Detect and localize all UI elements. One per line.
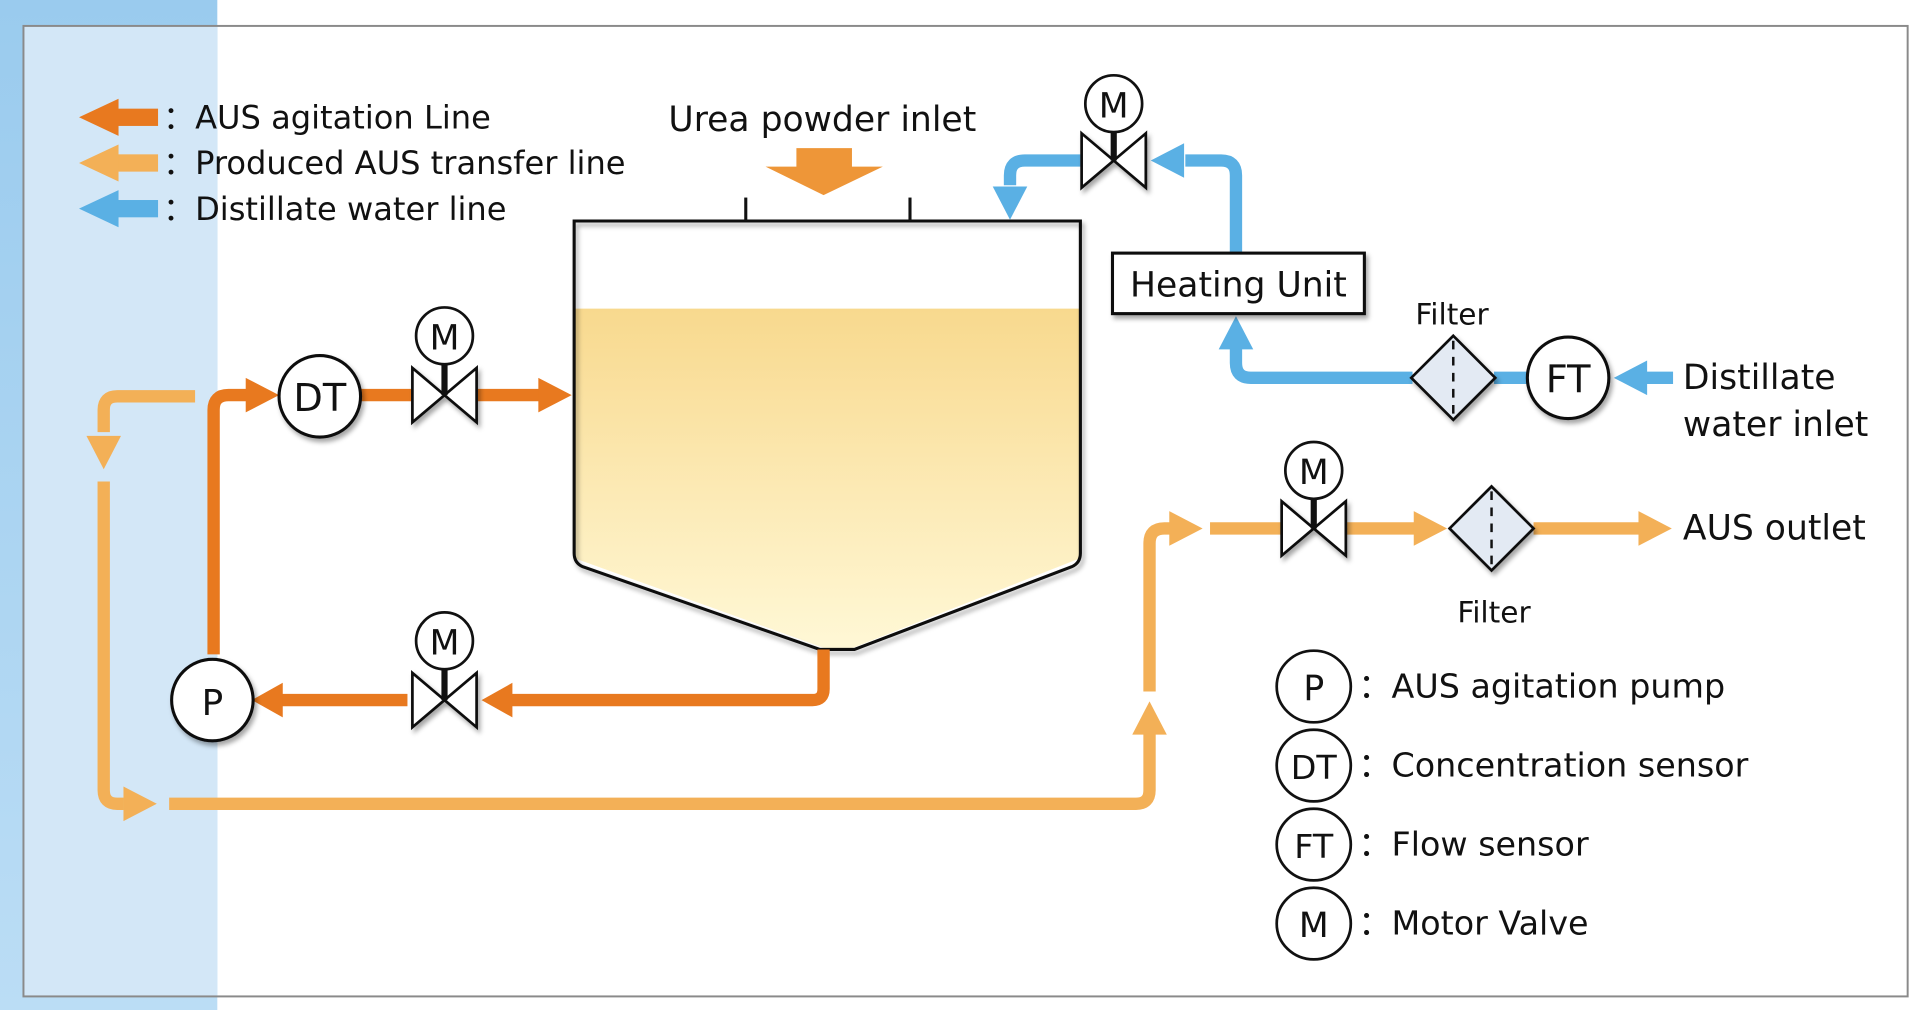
flow-sensor-ft: FT — [1525, 335, 1611, 421]
motor-valve-label: M — [1299, 453, 1329, 493]
motor-valve-agitation-supply[interactable]: M — [411, 306, 478, 426]
svg-text:：Motor Valve: ：Motor Valve — [1358, 904, 1588, 943]
concentration-sensor-dt: DT — [277, 354, 363, 439]
transfer-line — [97, 390, 1643, 810]
urea-inlet-label: Urea powder inlet — [668, 100, 976, 140]
symbol-legend-item-p: P ：AUS agitation pump — [1275, 649, 1725, 724]
motor-valve-agitation-return[interactable]: M — [411, 611, 478, 731]
motor-valve-water[interactable]: M — [1080, 73, 1148, 191]
legend-transfer-arrow-icon — [79, 144, 159, 182]
mixing-tank — [572, 197, 1082, 652]
svg-text:DT: DT — [1291, 748, 1338, 787]
svg-text:：AUS agitation pump: ：AUS agitation pump — [1358, 667, 1725, 706]
svg-text:FT: FT — [1294, 827, 1334, 866]
water-arrowheads — [992, 143, 1648, 396]
legend-transfer-label: ：Produced AUS transfer line — [163, 144, 626, 182]
filter-water-label: Filter — [1415, 297, 1489, 332]
aus-outlet-label: AUS outlet — [1683, 509, 1866, 549]
filter-water — [1409, 333, 1498, 422]
frame-left-tint — [23, 25, 218, 997]
symbol-legend-item-ft: FT ：Flow sensor — [1275, 807, 1589, 882]
svg-text:P: P — [1303, 669, 1324, 709]
agitation-arrowheads — [245, 377, 572, 718]
svg-text:P: P — [202, 683, 224, 724]
legend-water-arrow-icon — [79, 190, 159, 228]
motor-valve-label: M — [430, 318, 460, 358]
motor-valve-label: M — [1099, 86, 1129, 126]
motor-valve-outlet[interactable]: M — [1280, 440, 1348, 559]
line-legend: ：AUS agitation Line ：Produced AUS transf… — [79, 98, 626, 228]
svg-text:FT: FT — [1546, 358, 1591, 403]
agitation-pump-p: P — [170, 657, 255, 743]
diagram-frame — [22, 24, 1909, 998]
svg-text:DT: DT — [293, 376, 346, 421]
filter-outlet — [1447, 484, 1536, 573]
water-inlet-label-line2: water inlet — [1683, 405, 1868, 445]
motor-valve-label: M — [430, 623, 460, 663]
svg-text:：Flow sensor: ：Flow sensor — [1358, 825, 1589, 864]
transfer-arrowheads — [86, 435, 1672, 822]
water-line — [1003, 154, 1674, 384]
symbol-legend: P ：AUS agitation pump DT ：Concentration … — [1275, 649, 1749, 961]
legend-agitation-arrow-icon — [79, 98, 159, 136]
svg-text:：Concentration sensor: ：Concentration sensor — [1358, 746, 1748, 785]
water-inlet-label-line1: Distillate — [1683, 358, 1836, 398]
legend-agitation-label: ：AUS agitation Line — [163, 98, 491, 136]
svg-text:M: M — [1299, 906, 1329, 946]
filter-outlet-label: Filter — [1457, 594, 1531, 629]
symbol-legend-item-m: M ：Motor Valve — [1275, 886, 1589, 961]
heating-unit-label: Heating Unit — [1130, 265, 1347, 305]
symbol-legend-item-dt: DT ：Concentration sensor — [1275, 728, 1749, 803]
urea-inlet-arrow-icon — [765, 148, 883, 196]
legend-water-label: ：Distillate water line — [163, 190, 507, 228]
agitation-line — [207, 388, 830, 707]
heating-unit: Heating Unit — [1110, 251, 1366, 316]
